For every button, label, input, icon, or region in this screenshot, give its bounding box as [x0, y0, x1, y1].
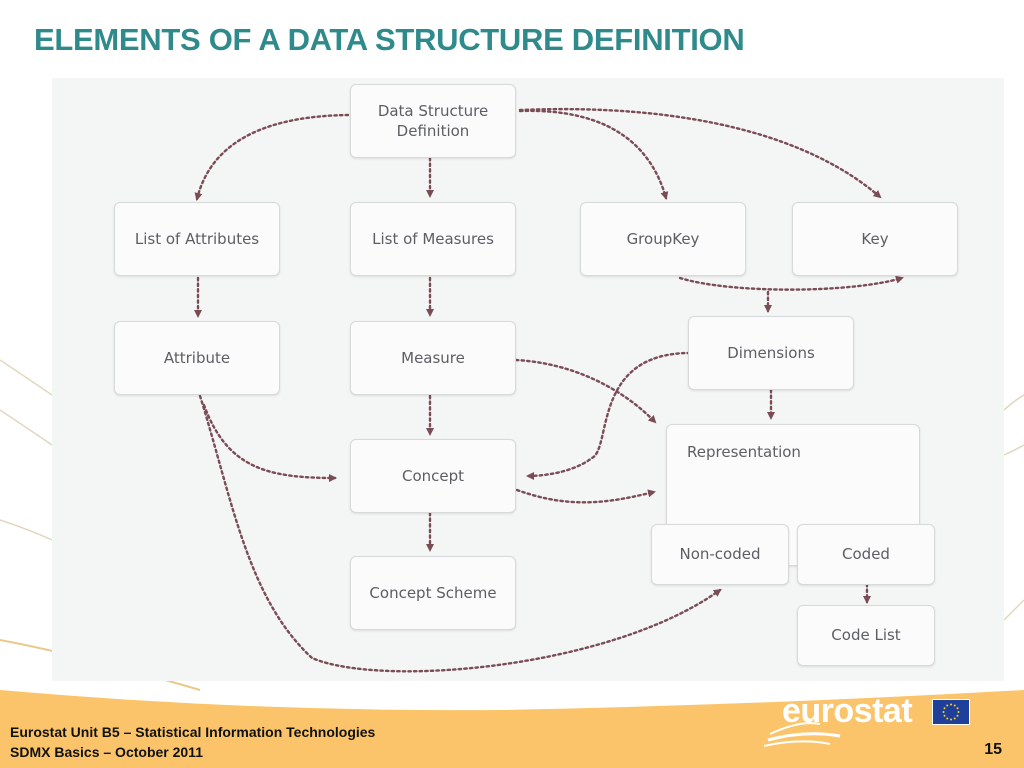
node-concept-scheme: Concept Scheme — [350, 556, 516, 630]
node-data-structure-definition: Data Structure Definition — [350, 84, 516, 158]
node-measure: Measure — [350, 321, 516, 395]
eu-star — [957, 711, 960, 713]
eurostat-logo: eurostat — [760, 690, 975, 750]
diagram-panel: Data Structure Definition List of Attrib… — [52, 78, 1004, 681]
eurostat-logo-icon — [763, 722, 841, 747]
eu-star — [950, 718, 952, 721]
arrow-concept-to-representation — [515, 488, 656, 504]
footer-unit: Eurostat Unit B5 – Statistical Informati… — [10, 724, 376, 740]
node-code-list: Code List — [797, 605, 935, 666]
eu-star — [950, 703, 952, 706]
eu-star — [946, 704, 949, 707]
eu-star — [946, 717, 949, 720]
node-list-of-attributes: List of Attributes — [114, 202, 280, 276]
arrow-groupkey-key-to-dimensions — [678, 275, 904, 291]
logo-text: eurostat — [782, 692, 913, 730]
node-concept: Concept — [350, 439, 516, 513]
arrow-dimensions-to-concept — [526, 351, 692, 480]
eu-star — [956, 707, 959, 710]
eu-flag-icon — [932, 699, 970, 725]
arrow-dsd-to-list-attributes — [194, 113, 350, 201]
eu-star — [953, 704, 956, 707]
node-attribute: Attribute — [114, 321, 280, 395]
node-key: Key — [792, 202, 958, 276]
eu-star — [943, 707, 946, 710]
eu-star — [942, 711, 945, 713]
node-dimensions: Dimensions — [688, 316, 854, 390]
arrow-attribute-to-concept — [202, 403, 337, 482]
footer-course: SDMX Basics – October 2011 — [10, 744, 203, 760]
diagram-arrows — [194, 107, 904, 673]
node-groupkey: GroupKey — [580, 202, 746, 276]
eu-star — [953, 717, 956, 720]
eu-star — [956, 714, 959, 717]
page-number: 15 — [984, 741, 1002, 758]
arrow-measure-to-representation — [514, 358, 657, 424]
arrow-dsd-to-key — [518, 107, 882, 199]
eu-star — [943, 714, 946, 717]
node-non-coded: Non-coded — [651, 524, 789, 585]
arrow-attribute-to-representation — [198, 394, 722, 673]
node-list-of-measures: List of Measures — [350, 202, 516, 276]
arrow-dsd-to-groupkey — [518, 109, 669, 200]
slide-title: ELEMENTS OF A DATA STRUCTURE DEFINITION — [34, 22, 745, 57]
node-coded: Coded — [797, 524, 935, 585]
